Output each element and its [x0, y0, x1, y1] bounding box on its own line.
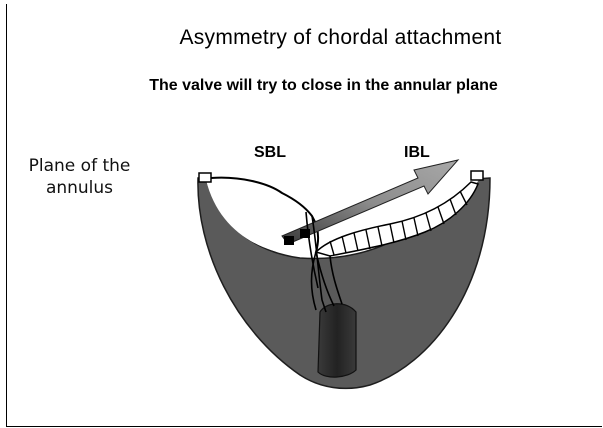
annulus-marker-left	[199, 173, 211, 182]
papillary-muscle	[318, 304, 356, 377]
annulus-marker-right	[471, 171, 483, 180]
